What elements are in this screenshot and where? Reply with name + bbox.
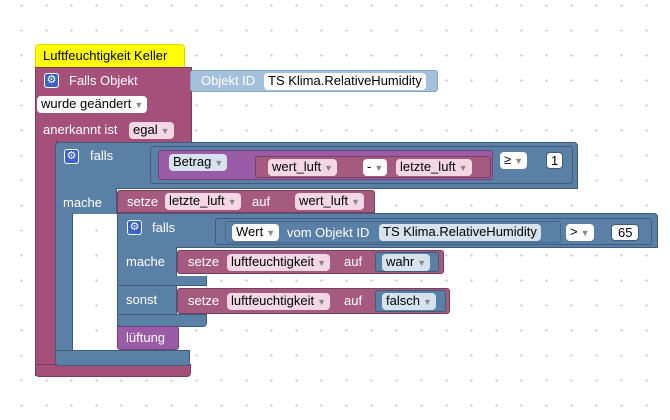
assign-true-set-label: setze [188,254,220,269]
gear-icon[interactable]: ⚙ [64,149,79,164]
assign-last-value[interactable]: wert_luft▼ [295,193,365,210]
assign-last-value-text: wert_luft [299,193,349,208]
ack-label: anerkannt ist [43,122,118,137]
inner-compare-block[interactable]: Wert▼ vom Objekt ID TS Klima.RelativeHum… [215,218,652,245]
trigger-dropdown[interactable]: wurde geändert▼ [37,96,148,113]
chevron-down-icon: ▼ [324,163,334,173]
assign-true-var-dropdown[interactable]: luftfeuchtigkeit▼ [227,254,331,271]
bool-false-block[interactable]: falsch▼ [375,290,446,312]
object-id-field[interactable]: Objekt ID TS Klima.RelativeHumidity [190,70,438,92]
assign-last-block[interactable]: setze letzte_luft▼ auf wert_luft▼ [117,190,375,213]
inner-object-id-value[interactable]: TS Klima.RelativeHumidity [379,224,541,241]
outer-if-spine-lower [55,213,73,353]
outer-if-label: falls [90,148,114,163]
trigger-text: wurde geändert [41,96,132,111]
bool-false-dropdown[interactable]: falsch▼ [382,293,436,310]
abs-block[interactable]: Betrag▼ wert_luft▼ -▼ letzte_luft▼ [158,150,493,180]
comment-text: Luftfeuchtigkeit Keller [43,48,168,63]
var-b-text: letzte_luft [400,159,456,174]
compare-op-text: ≥ [504,152,512,167]
bool-true-text: wahr [386,254,415,269]
assign-last-to-label: auf [252,194,271,209]
inner-compare-op-dropdown[interactable]: >▼ [566,224,594,241]
event-spine [35,140,57,376]
get-value-block[interactable]: Wert▼ vom Objekt ID TS Klima.RelativeHum… [225,221,561,243]
procedure-call-block[interactable]: lüftung [117,326,179,350]
abs-dropdown[interactable]: Betrag▼ [169,154,228,171]
assign-false-to-label: auf [344,293,363,308]
inner-compare-op-text: > [570,224,578,239]
compare-block[interactable]: Betrag▼ wert_luft▼ -▼ letzte_luft▼ ≥▼ 1 [150,146,573,184]
chevron-down-icon: ▼ [417,258,427,268]
minus-block[interactable]: wert_luft▼ -▼ letzte_luft▼ [255,156,491,178]
chevron-down-icon: ▼ [134,100,144,110]
event-title: Falls Objekt [69,73,138,88]
get-attr-text: Wert [236,224,264,239]
inner-if-spine [117,247,177,327]
inner-else-label: sonst [126,292,158,307]
var-a-dropdown[interactable]: wert_luft▼ [268,159,338,176]
gear-icon[interactable]: ⚙ [127,220,142,235]
gear-icon[interactable]: ⚙ [44,73,59,88]
chevron-down-icon: ▼ [214,158,224,168]
inner-do-label: mache [126,254,166,269]
inner-do-bar [117,276,207,286]
var-a-text: wert_luft [272,159,322,174]
outer-do-label: mache [63,195,103,210]
assign-false-var-dropdown[interactable]: luftfeuchtigkeit▼ [227,293,331,310]
object-id-label: Objekt ID [201,73,256,88]
assign-true-block[interactable]: setze luftfeuchtigkeit▼ wahr▼ auf [177,250,444,274]
chevron-down-icon: ▼ [580,228,590,238]
chevron-down-icon: ▼ [351,197,361,207]
outer-if-spine [55,188,117,214]
assign-last-var-text: letzte_luft [169,193,225,208]
object-id-value[interactable]: TS Klima.RelativeHumidity [264,73,426,90]
chevron-down-icon: ▼ [317,297,327,307]
ack-text: egal [133,122,158,137]
bool-true-dropdown[interactable]: wahr▼ [382,254,431,271]
comment-header[interactable]: Luftfeuchtigkeit Keller [35,44,185,67]
chevron-down-icon: ▼ [514,156,524,166]
compare-op-dropdown[interactable]: ≥▼ [500,152,528,169]
assign-last-set-label: setze [127,194,159,209]
chevron-down-icon: ▼ [458,163,468,173]
assign-true-to-label: auf [344,254,363,269]
bool-true-block[interactable]: wahr▼ [375,252,439,272]
of-object-label: vom Objekt ID [287,225,370,240]
outer-if-footer [55,350,190,366]
inner-compare-value-field[interactable]: 65 [611,224,640,241]
inner-if-label: falls [152,220,176,235]
assign-false-var-text: luftfeuchtigkeit [231,293,315,308]
var-b-dropdown[interactable]: letzte_luft▼ [396,159,472,176]
assign-false-set-label: setze [188,293,220,308]
compare-value-field[interactable]: 1 [546,152,564,169]
assign-last-var-dropdown[interactable]: letzte_luft▼ [165,193,241,210]
procedure-call-label: lüftung [126,330,166,345]
chevron-down-icon: ▼ [266,228,276,238]
minus-dropdown[interactable]: -▼ [363,159,388,176]
chevron-down-icon: ▼ [374,163,384,173]
chevron-down-icon: ▼ [227,197,237,207]
chevron-down-icon: ▼ [317,258,327,268]
assign-true-var-text: luftfeuchtigkeit [231,254,315,269]
chevron-down-icon: ▼ [422,297,432,307]
assign-false-block[interactable]: setze luftfeuchtigkeit▼ auf falsch▼ [177,288,450,314]
chevron-down-icon: ▼ [160,126,170,136]
bool-false-text: falsch [386,293,420,308]
ack-dropdown[interactable]: egal▼ [129,122,174,139]
minus-text: - [367,159,372,174]
get-attr-dropdown[interactable]: Wert▼ [232,224,280,241]
abs-text: Betrag [173,154,212,169]
